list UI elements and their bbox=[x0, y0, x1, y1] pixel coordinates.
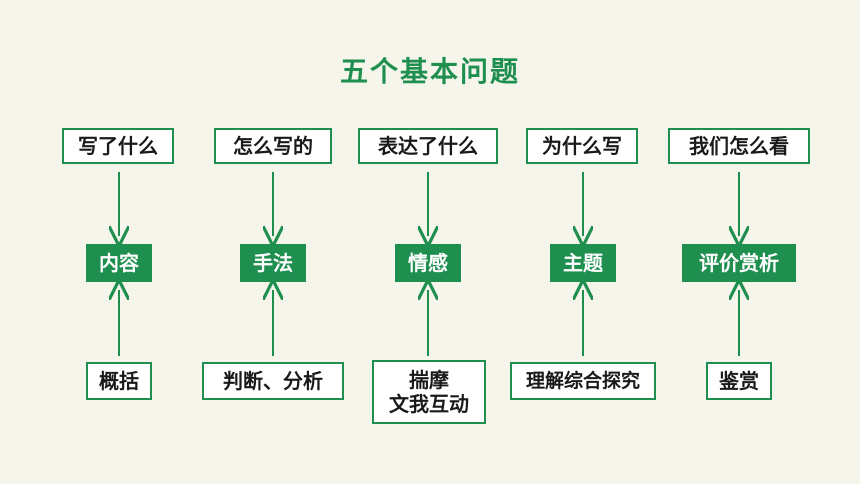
concept-box-3: 情感 bbox=[395, 244, 461, 282]
question-box-5: 我们怎么看 bbox=[668, 128, 810, 164]
method-box-3: 揣摩 文我互动 bbox=[372, 360, 486, 424]
method-text-4: 理解综合探究 bbox=[525, 370, 640, 392]
concept-box-2: 手法 bbox=[240, 244, 306, 282]
concept-box-4: 主题 bbox=[550, 244, 616, 282]
method-text-1: 概括 bbox=[99, 369, 139, 393]
concept-box-1: 内容 bbox=[86, 244, 152, 282]
method-box-2: 判断、分析 bbox=[202, 362, 344, 400]
method-text-2: 判断、分析 bbox=[223, 369, 323, 393]
question-box-4: 为什么写 bbox=[526, 128, 638, 164]
page-title: 五个基本问题 bbox=[339, 55, 520, 88]
method-text-3b: 文我互动 bbox=[389, 392, 469, 416]
method-box-4: 理解综合探究 bbox=[510, 362, 656, 400]
method-box-5: 鉴赏 bbox=[706, 362, 772, 400]
question-box-3: 表达了什么 bbox=[358, 128, 498, 164]
method-text-5: 鉴赏 bbox=[719, 369, 759, 393]
question-box-2: 怎么写的 bbox=[214, 128, 332, 164]
method-box-1: 概括 bbox=[86, 362, 152, 400]
question-box-1: 写了什么 bbox=[62, 128, 174, 164]
method-text-3a: 揣摩 bbox=[409, 368, 449, 392]
concept-box-5: 评价赏析 bbox=[682, 244, 796, 282]
